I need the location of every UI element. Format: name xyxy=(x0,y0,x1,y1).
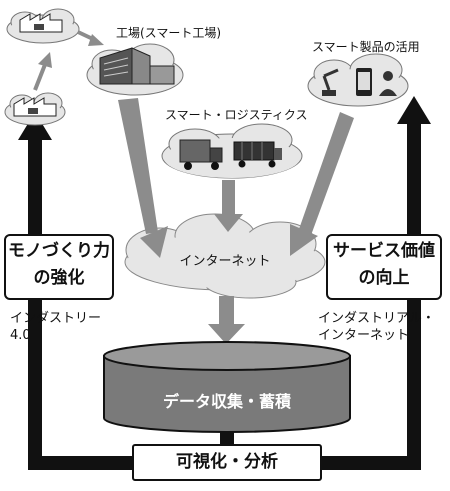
industrial-internet-caption-line-2: インターネット xyxy=(318,328,410,343)
factory-label: 工場(スマート工場) xyxy=(116,26,222,40)
data-store-label: データ収集・蓄積 xyxy=(162,392,291,411)
internet-to-database-arrow xyxy=(208,296,245,344)
smart-products-cloud xyxy=(307,53,409,107)
left-feedback-arrow xyxy=(18,112,138,470)
industry-40-caption-line-1: インダストリー xyxy=(10,311,102,326)
database-cylinder xyxy=(103,341,351,433)
database-to-visualize-connector xyxy=(220,432,234,446)
factory-icon xyxy=(19,13,63,33)
service-value-line-1: サービス価値 xyxy=(333,241,435,261)
industrial-internet-caption: インダストリアル・ インターネット xyxy=(318,310,435,344)
small-factory-cloud-bottom xyxy=(4,92,66,126)
industry-40-caption-line-2: 4.0 xyxy=(10,328,31,343)
smart-products-label: スマート製品の活用 xyxy=(312,40,420,54)
logistics-to-internet-arrow xyxy=(214,180,243,232)
factory-to-internet-arrow xyxy=(118,98,168,258)
small-factory-cloud-top xyxy=(6,8,80,44)
person-icon xyxy=(379,71,397,96)
industry-40-caption: インダストリー 4.0 xyxy=(10,310,101,344)
visualize-analyze-box: 可視化・分析 xyxy=(132,444,322,481)
industrial-internet-caption-line-1: インダストリアル・ xyxy=(318,311,435,326)
logistics-label: スマート・ロジスティクス xyxy=(165,108,308,122)
truck-icon xyxy=(179,139,223,170)
smartphone-icon xyxy=(356,68,372,96)
smart-factory-cloud xyxy=(86,43,184,96)
manufacturing-strength-line-1: モノづくり力 xyxy=(8,241,110,261)
container-truck-icon xyxy=(233,141,282,168)
products-to-internet-arrow xyxy=(290,112,354,256)
service-value-line-2: の向上 xyxy=(358,268,410,288)
manufacturing-strength-box: モノづくり力 の強化 xyxy=(4,234,114,300)
manufacturing-strength-line-2: の強化 xyxy=(33,268,85,288)
service-value-box: サービス価値 の向上 xyxy=(326,234,442,300)
factory-flow-arrows xyxy=(33,30,104,91)
robot-arm-icon xyxy=(322,68,339,96)
factory-icon xyxy=(13,97,57,117)
logistics-cloud xyxy=(161,123,303,179)
internet-label: インターネット xyxy=(179,254,271,269)
smart-factory-icon xyxy=(99,47,175,85)
